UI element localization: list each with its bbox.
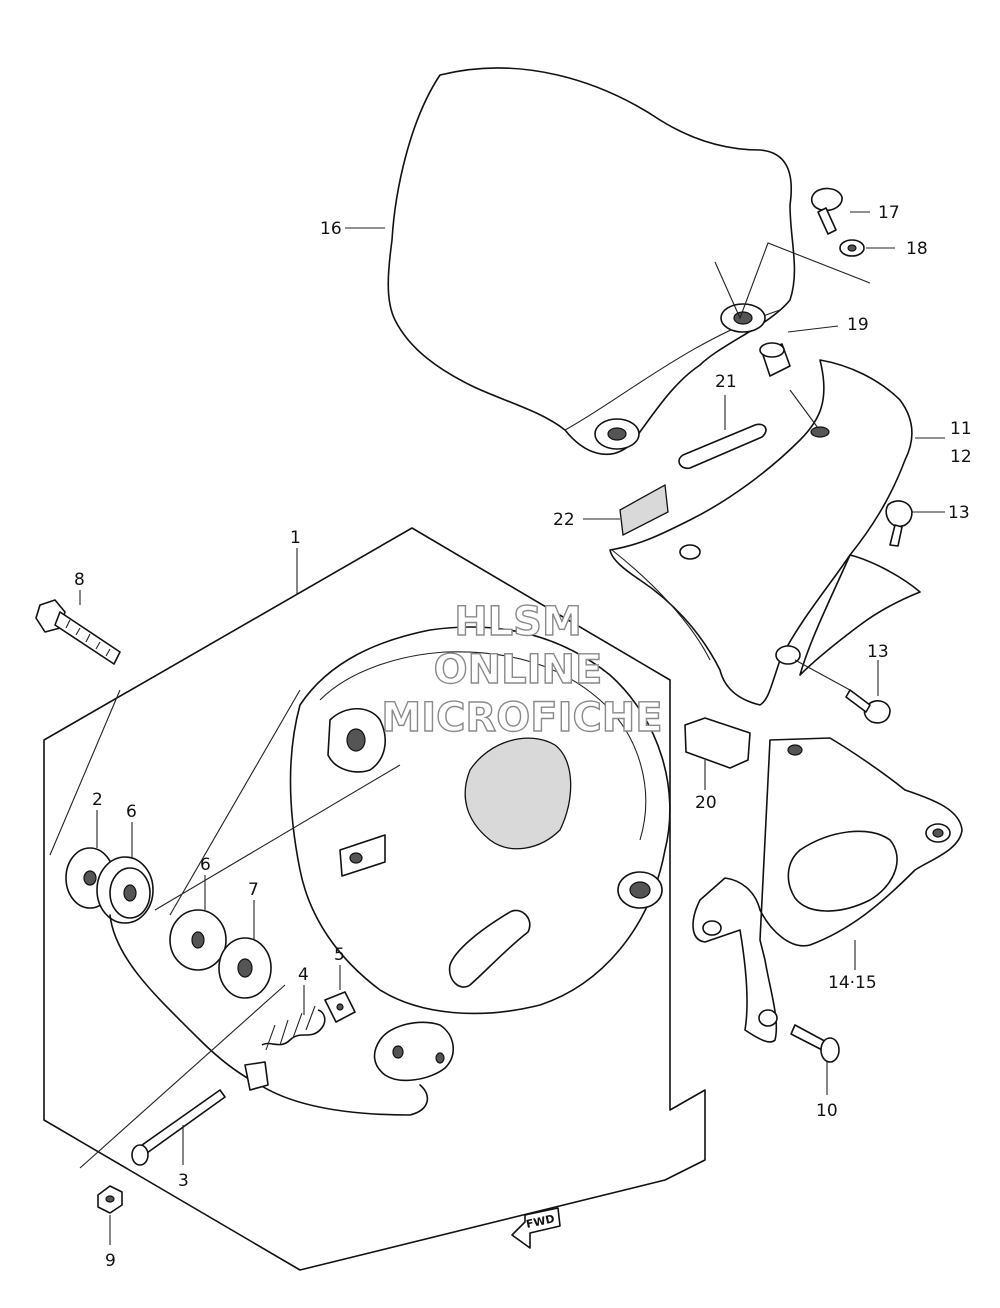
label-3: 3: [178, 1171, 189, 1191]
label-19: 19: [847, 315, 869, 335]
watermark-line-3: MICROFICHE: [381, 695, 662, 741]
label-8: 8: [74, 570, 85, 590]
label-11: 11: [950, 419, 972, 439]
label-4: 4: [298, 965, 309, 985]
part-labels: 1 2 3 4 5 6 6 7 8 9 10 11 12 13 13 14·15…: [74, 203, 972, 1271]
label-22: 22: [553, 510, 575, 530]
bracket-part-14-15: [692, 737, 963, 1043]
watermark: HLSM ONLINE MICROFICHE: [381, 598, 664, 741]
label-6a: 6: [126, 802, 137, 822]
watermark-line-2: ONLINE: [434, 647, 603, 693]
fwd-arrow: FWD: [511, 1207, 561, 1249]
fasteners-left: [35, 590, 454, 1245]
bolt-part-10: [790, 1024, 840, 1095]
fasteners-top: [714, 187, 895, 429]
windscreen-part-16: [345, 67, 796, 456]
label-17: 17: [878, 203, 900, 223]
label-2: 2: [92, 790, 103, 810]
label-7: 7: [248, 880, 259, 900]
label-21: 21: [715, 372, 737, 392]
label-14-15: 14·15: [828, 973, 877, 993]
strip-part-21: [678, 395, 767, 470]
cover-part-11-12: [609, 359, 945, 706]
label-5: 5: [334, 945, 345, 965]
label-6b: 6: [200, 855, 211, 875]
watermark-line-1: HLSM: [454, 599, 582, 645]
label-10: 10: [816, 1101, 838, 1121]
label-9: 9: [105, 1251, 116, 1271]
label-16: 16: [320, 219, 342, 239]
bolts-part-13: [794, 500, 945, 724]
plate-part-22: [583, 483, 669, 537]
label-12: 12: [950, 447, 972, 467]
label-1: 1: [290, 528, 301, 548]
block-part-20: [684, 717, 751, 790]
label-18: 18: [906, 239, 928, 259]
label-20: 20: [695, 793, 717, 813]
label-13b: 13: [867, 642, 889, 662]
fwd-label: FWD: [525, 1212, 556, 1231]
label-13a: 13: [948, 503, 970, 523]
headlight-housing: [289, 626, 671, 1015]
assembly-outline: [43, 527, 706, 1271]
